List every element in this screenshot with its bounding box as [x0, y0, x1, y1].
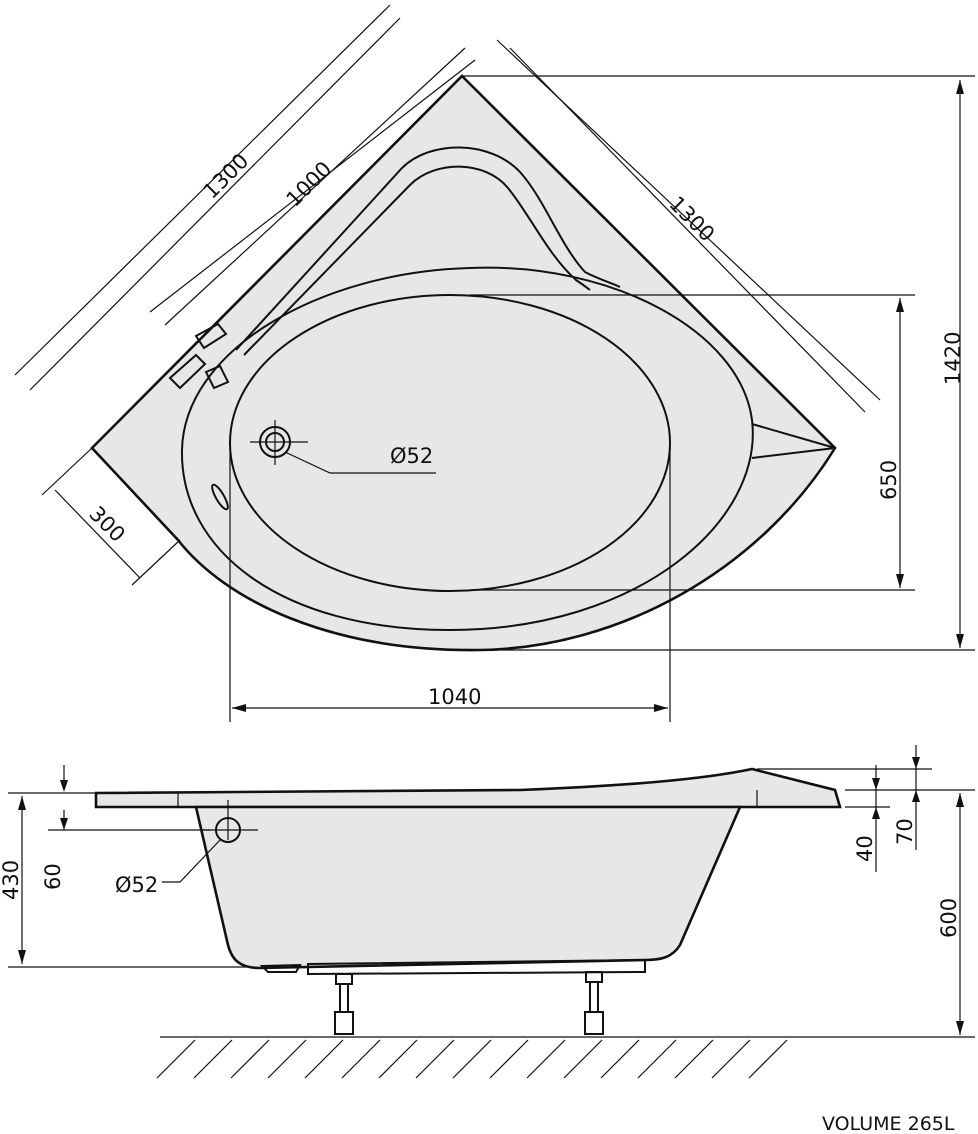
- floor-hatch-line: [415, 1039, 455, 1079]
- corner-spout: [751, 423, 836, 459]
- dim-basin-width: 1040: [428, 685, 481, 709]
- seat-rib-outer: [235, 146, 621, 351]
- overflow-oval-top: [211, 483, 229, 511]
- overflow-diameter-label: Ø52: [115, 873, 158, 897]
- tub-rim-ring: [180, 266, 754, 632]
- floor-hatch-line: [674, 1039, 714, 1079]
- support-legs: [334, 971, 604, 1035]
- floor-hatch-line: [304, 1039, 344, 1079]
- floor-hatch-line: [267, 1039, 307, 1079]
- floor-hatch-line: [230, 1039, 270, 1079]
- floor-hatch-line: [489, 1039, 529, 1079]
- floor-hatch-line: [600, 1039, 640, 1079]
- top-view: Ø52 1300 1000 1300 300 1420 650: [14, 4, 975, 722]
- floor-hatch-line: [378, 1039, 418, 1079]
- floor-hatch-line: [193, 1039, 233, 1079]
- dim-side-right: 1300: [664, 192, 719, 247]
- floor-hatch-line: [526, 1039, 566, 1079]
- dim-corner-offset: 300: [84, 502, 129, 547]
- floor-hatch-line: [156, 1039, 196, 1079]
- floor-hatch-line: [563, 1039, 603, 1079]
- dim-basin-height: 650: [877, 460, 901, 500]
- floor-hatch-line: [452, 1039, 492, 1079]
- drain-diameter-label: Ø52: [390, 444, 433, 468]
- dim-total-height-side: 600: [937, 898, 961, 938]
- floor-hatch-line: [637, 1039, 677, 1079]
- control-handles: [168, 322, 230, 390]
- floor-hatch-line: [748, 1039, 788, 1079]
- dim-rim-height: 430: [0, 860, 23, 900]
- dim-total-height: 1420: [941, 332, 965, 385]
- tub-rim-side: [94, 767, 842, 809]
- drain-icon: [250, 420, 308, 465]
- side-view: Ø52 430 60 40 70 600: [0, 745, 975, 1079]
- floor-hatch-line: [341, 1039, 381, 1079]
- volume-label: VOLUME 265L: [822, 1113, 955, 1134]
- floor-hatch-line: [711, 1039, 751, 1079]
- dim-overflow-height: 60: [41, 863, 65, 890]
- tub-body-side: [194, 805, 742, 970]
- dim-side-inner: 1000: [282, 157, 337, 212]
- dim-side-outer: 1300: [199, 149, 254, 204]
- dim-seat-height: 70: [893, 818, 917, 845]
- dim-rim-thickness: 40: [853, 835, 877, 862]
- floor-hatch: [156, 1039, 788, 1079]
- seat-rib-inner: [243, 165, 591, 356]
